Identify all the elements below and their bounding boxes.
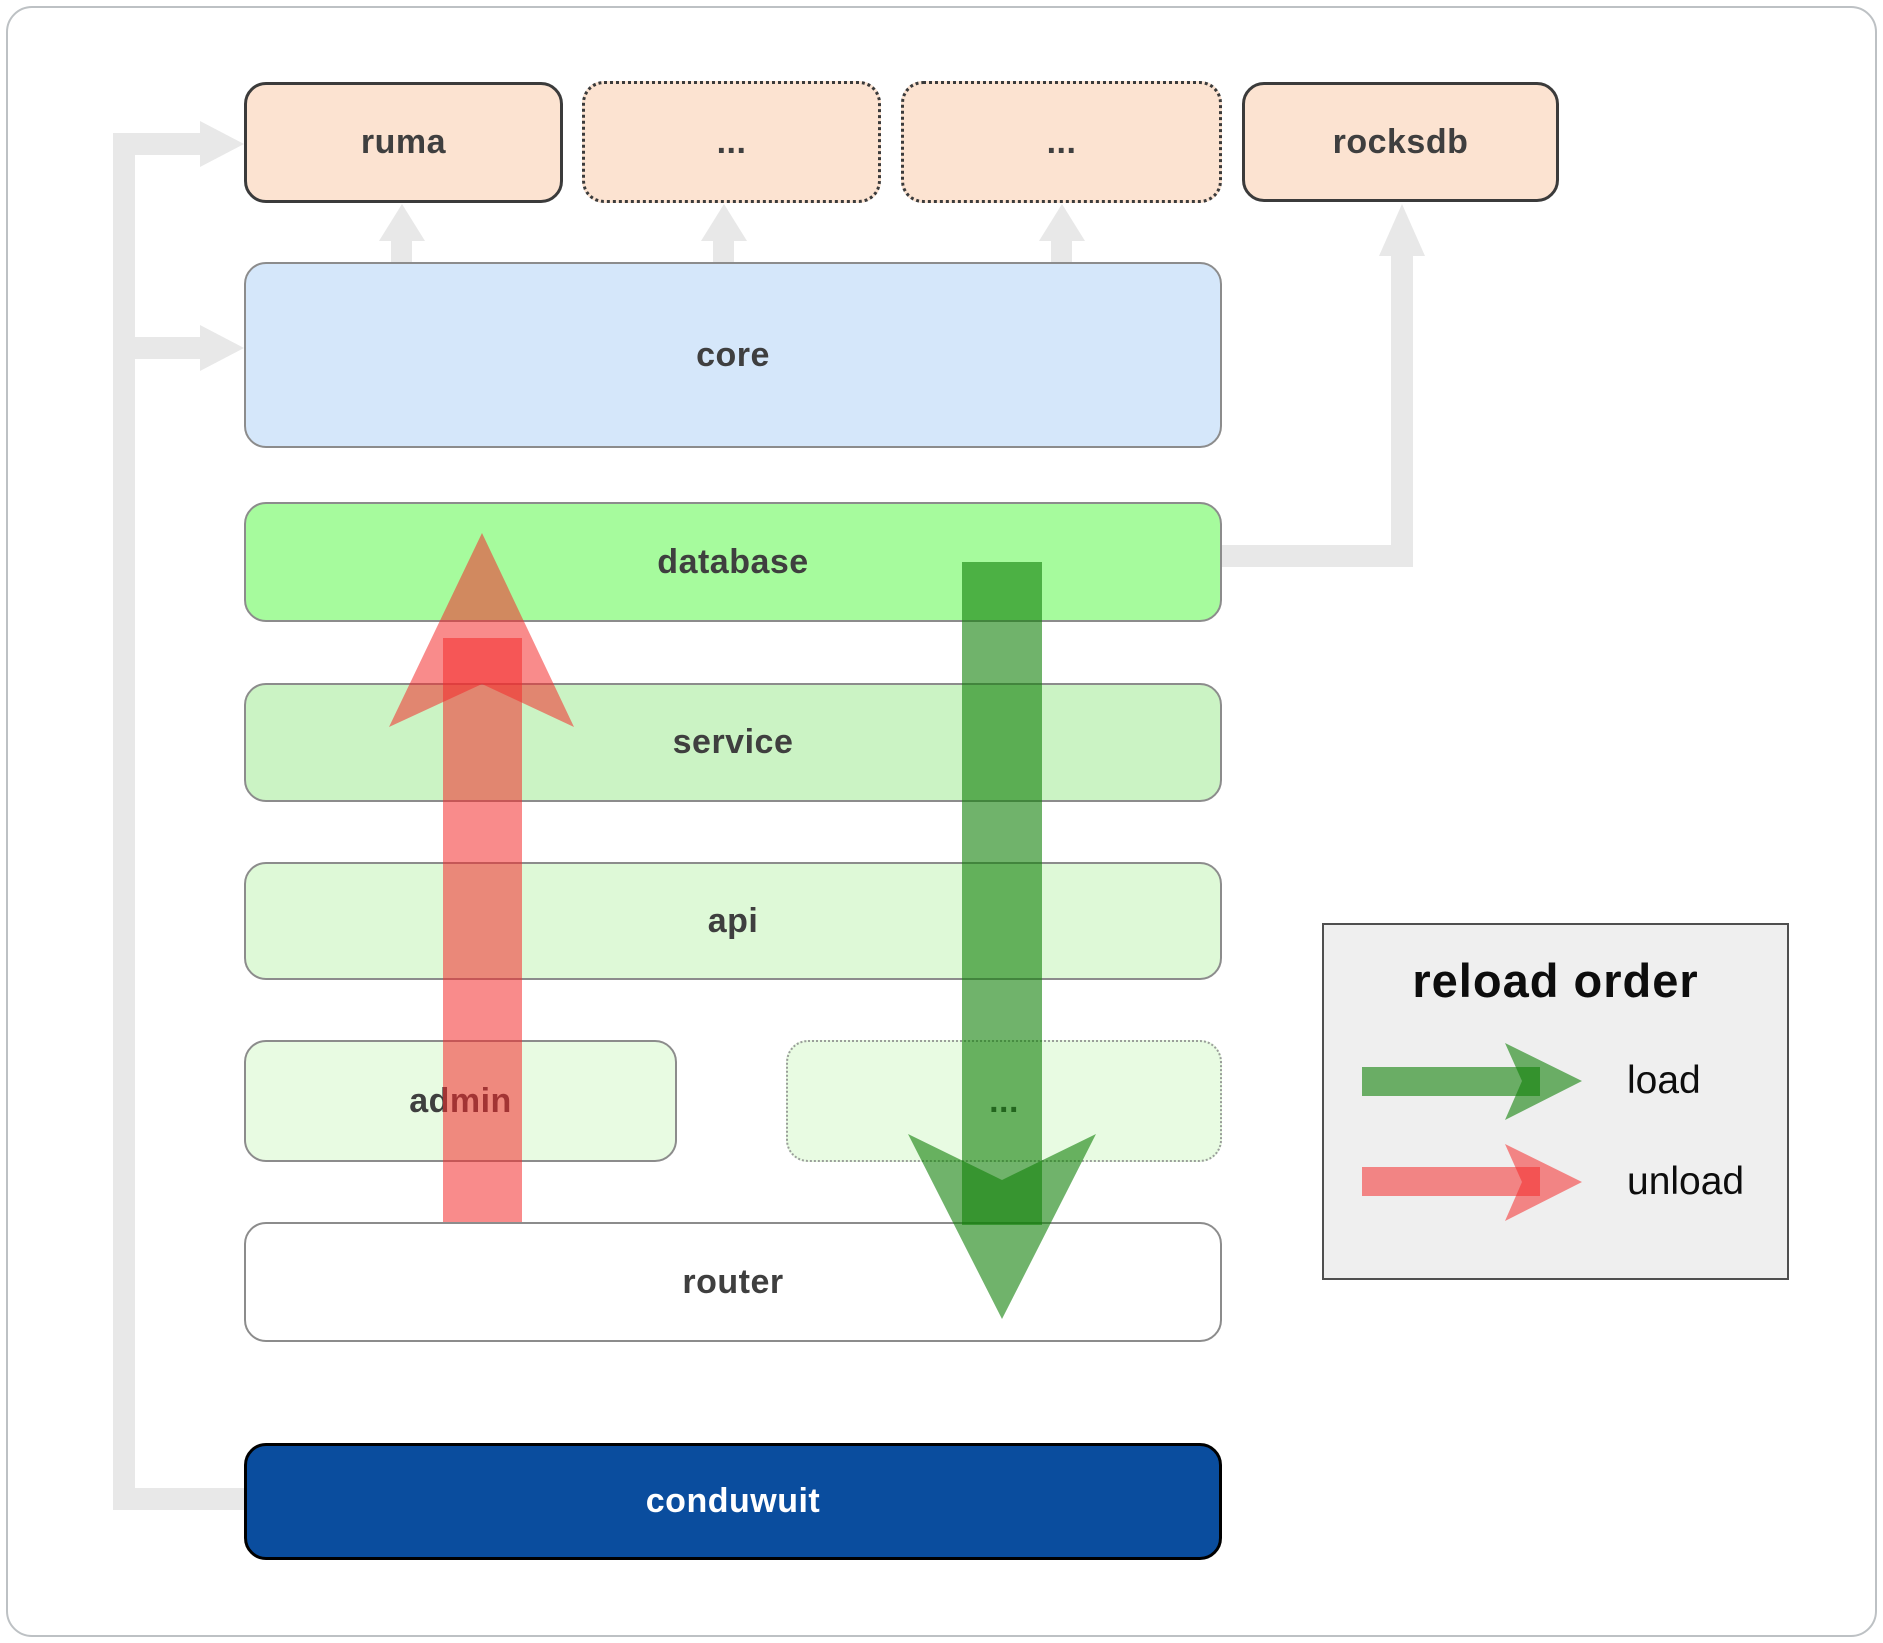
legend-title: reload order: [1412, 954, 1699, 1007]
arrowhead-to-rocksdb: [1379, 204, 1425, 256]
arrowhead-to-extern2: [1039, 204, 1085, 241]
node-label: database: [657, 542, 809, 581]
node-database: database: [244, 502, 1222, 622]
node-label: api: [707, 901, 759, 940]
legend-unload-arrow-icon: [1362, 1144, 1582, 1221]
node-extern-1: ...: [582, 81, 881, 203]
database-to-rocksdb-connector: [1222, 204, 1425, 567]
node-label: conduwuit: [645, 1482, 821, 1520]
legend-load-label: load: [1627, 1059, 1701, 1102]
conduwuit-to-ruma-core-connector: [113, 121, 244, 1510]
node-core: core: [244, 262, 1222, 448]
node-conduwuit: conduwuit: [244, 1443, 1222, 1560]
node-ruma: ruma: [244, 82, 563, 203]
node-label: core: [696, 335, 770, 374]
unload-arrowhead: [389, 533, 574, 727]
arrowhead-to-core: [200, 325, 244, 371]
node-api: api: [244, 862, 1222, 980]
node-label: ...: [1046, 122, 1077, 161]
arrowhead-to-extern1: [701, 204, 747, 241]
load-arrow: [908, 562, 1096, 1319]
legend-unload-label: unload: [1627, 1160, 1745, 1203]
node-rocksdb: rocksdb: [1242, 82, 1559, 202]
node-router: router: [244, 1222, 1222, 1342]
node-label: ...: [716, 122, 747, 161]
core-to-toprow-arrows: [379, 204, 1085, 264]
node-label: service: [672, 723, 794, 761]
node-label: router: [682, 1262, 784, 1301]
arrowhead-to-ruma: [200, 121, 244, 167]
legend-box: reload order load unload: [1322, 923, 1789, 1280]
node-extern-2: ...: [901, 81, 1222, 203]
legend-load-arrow-icon: [1362, 1043, 1582, 1120]
load-arrowhead: [908, 1134, 1096, 1319]
unload-arrow: [389, 533, 574, 1222]
node-label: ruma: [360, 123, 447, 161]
node-label: rocksdb: [1332, 122, 1469, 161]
arrowhead-to-ruma-top: [379, 204, 425, 241]
